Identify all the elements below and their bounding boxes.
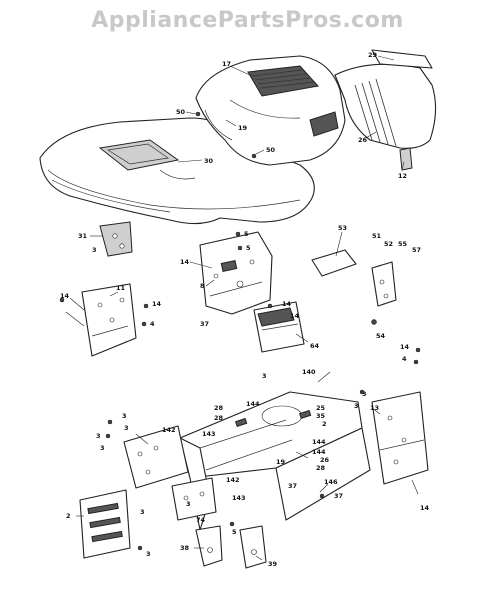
left-side-panel[interactable] bbox=[81, 283, 137, 357]
callout-140: 140 bbox=[302, 368, 316, 376]
callout-38: 38 bbox=[180, 544, 190, 552]
callout-14-d: 14 bbox=[282, 300, 292, 308]
callout-3-g: 3 bbox=[96, 432, 101, 440]
callout-3-b: 3 bbox=[362, 390, 367, 398]
callout-14-g: 14 bbox=[420, 504, 430, 512]
callout-144-a: 144 bbox=[246, 400, 260, 408]
callout-55: 55 bbox=[398, 240, 408, 248]
callout-52: 52 bbox=[384, 240, 393, 248]
battery-box[interactable] bbox=[253, 301, 305, 353]
callout-39: 39 bbox=[268, 560, 278, 568]
leader-lines bbox=[65, 55, 419, 561]
callout-142-a: 142 bbox=[162, 426, 176, 434]
callout-37-c: 37 bbox=[334, 492, 343, 500]
callout-143-a: 143 bbox=[202, 430, 216, 438]
callout-5-b: 5 bbox=[246, 244, 251, 252]
callout-14-f: 14 bbox=[400, 343, 410, 351]
callout-30: 30 bbox=[204, 157, 214, 165]
callout-144-b: 144 bbox=[312, 438, 326, 446]
callout-3-i: 3 bbox=[186, 500, 191, 508]
callout-28-b: 28 bbox=[214, 414, 224, 422]
callout-14-b: 14 bbox=[60, 292, 70, 300]
callout-26: 26 bbox=[358, 136, 368, 144]
callout-144-c: 144 bbox=[312, 448, 326, 456]
callout-37-a: 37 bbox=[200, 320, 209, 328]
left-frame-rail[interactable] bbox=[123, 425, 189, 489]
right-side-panel[interactable] bbox=[371, 391, 429, 485]
callout-2-a: 2 bbox=[322, 420, 327, 428]
callout-14-c: 14 bbox=[152, 300, 162, 308]
callout-14-a: 14 bbox=[180, 258, 190, 266]
callout-4-b: 4 bbox=[402, 355, 407, 363]
hanger-brackets[interactable] bbox=[195, 525, 267, 569]
callout-3-f: 3 bbox=[124, 424, 129, 432]
steering-brackets[interactable] bbox=[311, 249, 397, 325]
callout-50-a: 50 bbox=[176, 108, 186, 116]
callout-51: 51 bbox=[372, 232, 382, 240]
callout-29: 29 bbox=[368, 51, 378, 59]
front-plate[interactable] bbox=[79, 489, 131, 559]
callout-31: 31 bbox=[78, 232, 88, 240]
callout-5-a: 5 bbox=[244, 230, 249, 238]
callout-57: 57 bbox=[412, 246, 421, 254]
callout-3-a: 3 bbox=[92, 246, 97, 254]
callout-50-b: 50 bbox=[266, 146, 276, 154]
callout-37-b: 37 bbox=[288, 482, 297, 490]
bracket-31[interactable] bbox=[99, 221, 133, 257]
callout-3-j: 3 bbox=[140, 508, 145, 516]
callout-143-b: 143 bbox=[232, 494, 246, 502]
callout-74: 74 bbox=[196, 516, 206, 524]
callout-3-d: 3 bbox=[262, 372, 267, 380]
mount-bracket[interactable] bbox=[171, 477, 217, 521]
dash-panel[interactable] bbox=[199, 231, 273, 315]
callout-28-a: 28 bbox=[214, 404, 224, 412]
callout-28-c: 28 bbox=[316, 464, 326, 472]
callout-54: 54 bbox=[376, 332, 386, 340]
callout-53: 53 bbox=[338, 224, 347, 232]
callout-5-c: 5 bbox=[232, 528, 237, 536]
callout-2-b: 2 bbox=[66, 512, 71, 520]
callout-146: 146 bbox=[324, 478, 338, 486]
grille-nose[interactable] bbox=[334, 49, 437, 171]
callout-17: 17 bbox=[222, 60, 231, 68]
callout-26-b: 26 bbox=[320, 456, 330, 464]
callout-3-c: 3 bbox=[354, 402, 359, 410]
callout-19: 19 bbox=[238, 124, 248, 132]
callout-142-b: 142 bbox=[226, 476, 240, 484]
fasteners bbox=[59, 111, 421, 551]
callout-4-a: 4 bbox=[150, 320, 155, 328]
callout-14-e: 14 bbox=[290, 312, 300, 320]
callout-labels: 17 29 50 19 30 50 26 12 31 3 5 5 53 14 5… bbox=[60, 51, 430, 568]
callout-3-h: 3 bbox=[100, 444, 105, 452]
callout-3-e: 3 bbox=[122, 412, 127, 420]
callout-19-b: 19 bbox=[276, 458, 286, 466]
callout-12: 12 bbox=[398, 172, 407, 180]
callout-11: 11 bbox=[116, 284, 126, 292]
callout-64: 64 bbox=[310, 342, 320, 350]
hood[interactable] bbox=[195, 55, 346, 166]
watermark-text: AppliancePartsPros.com bbox=[91, 8, 404, 33]
callout-35: 35 bbox=[316, 412, 326, 420]
callout-25: 25 bbox=[316, 404, 326, 412]
callout-3-k: 3 bbox=[146, 550, 151, 558]
callout-13: 13 bbox=[370, 404, 379, 412]
callout-8: 8 bbox=[200, 282, 205, 290]
